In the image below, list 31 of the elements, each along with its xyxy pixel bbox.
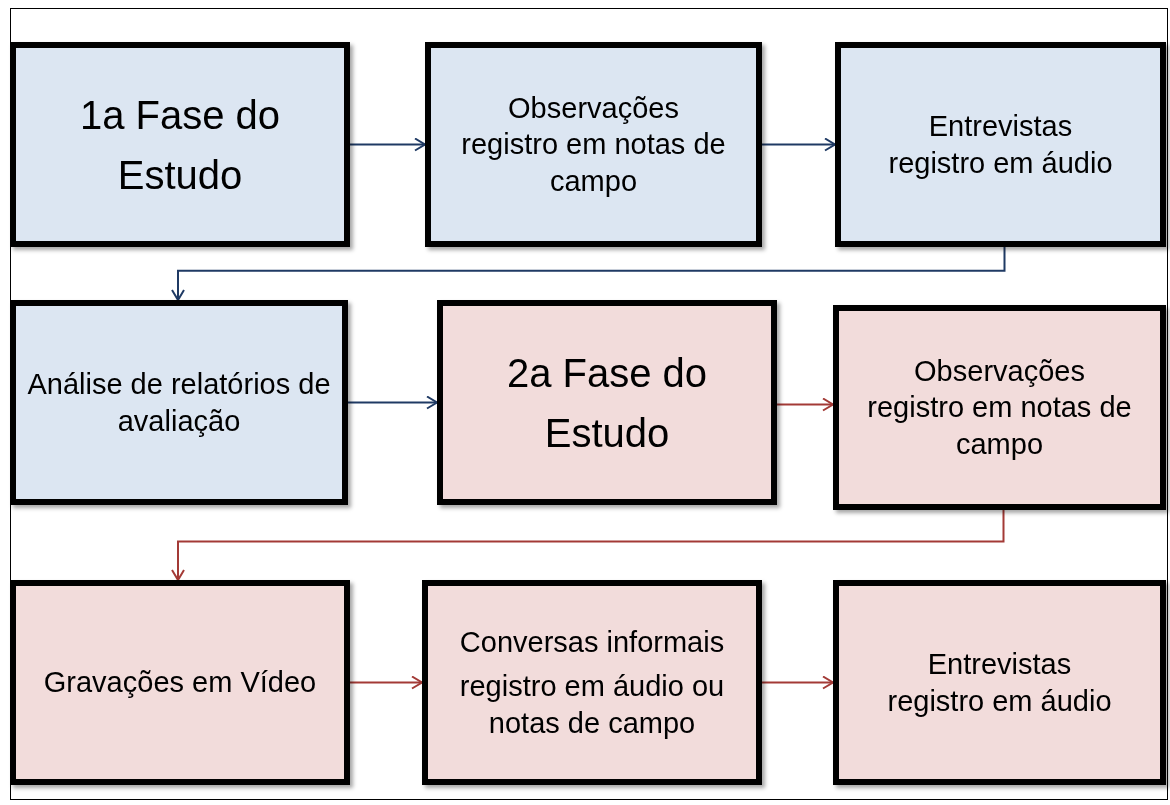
box-text: Análise de relatórios de avaliação: [26, 367, 332, 439]
process-box: [10, 580, 350, 785]
process-box: [425, 42, 762, 247]
arrow: [347, 395, 438, 410]
arrow: [349, 137, 426, 152]
arrow: [761, 675, 834, 690]
arrow: [349, 675, 423, 690]
process-box: [10, 300, 348, 505]
process-box: [422, 580, 762, 785]
arrow: [171, 509, 1005, 581]
arrow: [171, 246, 1006, 301]
box-text: Gravações em Vídeo: [43, 665, 317, 701]
arrow: [776, 397, 834, 412]
box-text: Observações: [914, 354, 1085, 390]
box-text: 2a Fase do Estudo: [505, 349, 709, 457]
box-text: Entrevistas: [927, 647, 1072, 683]
box-text: registro em áudio ou notas de campo: [458, 669, 726, 741]
process-box: [437, 300, 777, 505]
box-text: Conversas informais: [459, 625, 725, 661]
process-box: [833, 580, 1166, 785]
process-box: [833, 305, 1166, 510]
box-text: 1a Fase do Estudo: [78, 91, 282, 199]
box-text: registro em áudio: [888, 145, 1113, 181]
box-text: registro em áudio: [887, 683, 1112, 719]
process-box: [10, 42, 350, 247]
box-text: Observações: [508, 91, 679, 127]
box-text: Entrevistas: [928, 109, 1073, 145]
box-text: registro em notas de campo: [866, 390, 1133, 462]
process-box: [835, 42, 1166, 247]
box-text: registro em notas de campo: [460, 127, 727, 199]
arrow: [761, 137, 836, 152]
